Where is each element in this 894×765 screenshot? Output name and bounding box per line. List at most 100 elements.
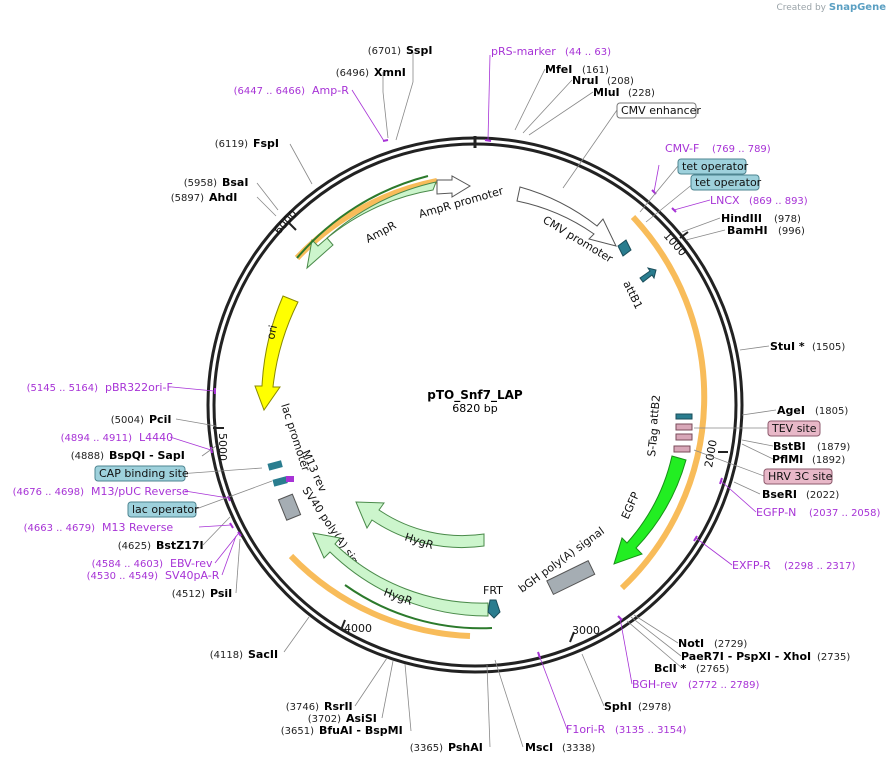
enzyme-mfei[interactable]: MfeI (161) xyxy=(545,63,609,76)
enzyme-msci[interactable]: MscI (3338) xyxy=(525,741,595,754)
svg-text:F1ori-R: F1ori-R xyxy=(566,723,606,736)
svg-text:(5145 .. 5164): (5145 .. 5164) xyxy=(27,383,99,394)
primer-cmv-f[interactable]: CMV-F (769 .. 789) xyxy=(665,142,771,155)
box-cap-binding-site[interactable]: CAP binding site xyxy=(94,465,189,482)
attb1-marker xyxy=(617,239,632,257)
leader-lines xyxy=(169,52,777,748)
svg-text:tet operator: tet operator xyxy=(682,160,749,173)
svg-text:BsaI: BsaI xyxy=(222,176,248,189)
svg-text:(4663 .. 4679): (4663 .. 4679) xyxy=(24,523,96,534)
box-tet-operator-1[interactable]: tet operator xyxy=(677,158,749,175)
primer-l4440[interactable]: (4894 .. 4911) L4440 xyxy=(61,431,174,444)
svg-text:(3746): (3746) xyxy=(286,702,319,713)
enzyme-noti[interactable]: NotI (2729) xyxy=(678,637,747,650)
svg-text:(2772 .. 2789): (2772 .. 2789) xyxy=(688,680,760,691)
svg-text:(4676 .. 4698): (4676 .. 4698) xyxy=(13,487,85,498)
primer-egfp-n[interactable]: EGFP-N (2037 .. 2058) xyxy=(756,506,881,519)
enzyme-agei[interactable]: AgeI (1805) xyxy=(777,404,848,417)
tick-3000: 3000 xyxy=(569,624,600,643)
enzyme-psii[interactable]: (4512) PsiI xyxy=(172,587,233,600)
svg-text:NruI: NruI xyxy=(572,74,599,87)
attb1-label: attB1 xyxy=(620,279,645,312)
svg-text:CMV-F: CMV-F xyxy=(665,142,699,155)
enzyme-pshai[interactable]: (3365) PshAI xyxy=(410,741,483,754)
svg-text:(44 .. 63): (44 .. 63) xyxy=(565,47,611,58)
enzyme-nrui[interactable]: NruI (208) xyxy=(572,74,634,87)
enzyme-pflmi[interactable]: PflMI (1892) xyxy=(772,453,845,466)
svg-text:StuI *: StuI * xyxy=(770,340,805,353)
svg-text:(5897): (5897) xyxy=(171,193,204,204)
svg-text:PaeR7I - PspXI - XhoI: PaeR7I - PspXI - XhoI xyxy=(681,650,811,663)
lacop-marker xyxy=(272,476,288,487)
enzyme-bstbi[interactable]: BstBI (1879) xyxy=(773,440,850,453)
enzyme-bspqi[interactable]: (4888) BspQI - SapI xyxy=(71,449,185,462)
svg-text:(2022): (2022) xyxy=(806,490,839,501)
enzyme-fspi[interactable]: (6119) FspI xyxy=(215,137,279,150)
svg-text:TEV site: TEV site xyxy=(771,422,817,435)
primer-f1ori-r[interactable]: F1ori-R (3135 .. 3154) xyxy=(566,723,687,736)
enzyme-bseri[interactable]: BseRI (2022) xyxy=(762,488,839,501)
cap-marker xyxy=(267,460,283,471)
svg-text:EXFP-R: EXFP-R xyxy=(732,559,771,572)
box-lac-operator[interactable]: lac operator xyxy=(127,501,199,518)
svg-text:(2037 .. 2058): (2037 .. 2058) xyxy=(809,508,881,519)
enzyme-sphi[interactable]: SphI (2978) xyxy=(604,700,671,713)
primer-sv40pa-r[interactable]: (4530 .. 4549) SV40pA-R xyxy=(87,569,220,582)
svg-text:NotI: NotI xyxy=(678,637,704,650)
enzyme-stui[interactable]: StuI * (1505) xyxy=(770,340,845,353)
enzyme-sspi[interactable]: (6701) SspI xyxy=(368,44,433,57)
hrv-marker xyxy=(673,445,691,453)
primer-lncx[interactable]: LNCX (869 .. 893) xyxy=(710,194,808,207)
svg-text:(2729): (2729) xyxy=(714,639,747,650)
tick-6000: 6000 xyxy=(272,208,300,238)
svg-text:BamHI: BamHI xyxy=(727,224,768,237)
primer-bgh-rev[interactable]: BGH-rev (2772 .. 2789) xyxy=(632,678,760,691)
svg-text:BstBI: BstBI xyxy=(773,440,806,453)
enzyme-bfuai[interactable]: (3651) BfuAI - BspMI xyxy=(281,724,403,737)
primer-ebv-rev[interactable]: (4584 .. 4603) EBV-rev xyxy=(92,557,213,570)
primer-pbr322ori-f[interactable]: (5145 .. 5164) pBR322ori-F xyxy=(27,381,173,394)
box-hrv-3c-site[interactable]: HRV 3C site xyxy=(763,468,833,485)
hygr-outer-arrow xyxy=(312,532,489,617)
svg-text:(1892): (1892) xyxy=(812,455,845,466)
enzyme-xmni[interactable]: (6496) XmnI xyxy=(336,66,406,79)
enzyme-pcii[interactable]: (5004) PciI xyxy=(111,413,172,426)
svg-text:(3338): (3338) xyxy=(562,743,595,754)
enzyme-paer7i[interactable]: PaeR7I - PspXI - XhoI (2735) xyxy=(681,650,850,663)
tick-5000: 5000 xyxy=(213,427,229,461)
enzyme-sacii[interactable]: (4118) SacII xyxy=(210,648,278,661)
bgh-polya-block xyxy=(546,560,596,596)
primer-exfp-r[interactable]: EXFP-R (2298 .. 2317) xyxy=(732,559,856,572)
primer-amp-r[interactable]: (6447 .. 6466) Amp-R xyxy=(234,84,350,97)
box-tev-site[interactable]: TEV site xyxy=(767,420,821,437)
enzyme-bsai[interactable]: (5958) BsaI xyxy=(184,176,249,189)
enzyme-hindiii[interactable]: HindIII (978) xyxy=(721,212,801,225)
svg-text:(3365): (3365) xyxy=(410,743,443,754)
enzyme-asisi[interactable]: (3702) AsiSI xyxy=(308,712,377,725)
enzyme-rsrii[interactable]: (3746) RsrII xyxy=(286,700,353,713)
enzyme-ahdi[interactable]: (5897) AhdI xyxy=(171,191,238,204)
m13-marker xyxy=(286,476,294,482)
enzyme-mlui[interactable]: MluI (228) xyxy=(593,86,655,99)
enzyme-bstz17i[interactable]: (4625) BstZ17I xyxy=(118,539,204,552)
primer-prs-marker[interactable]: pRS-marker (44 .. 63) xyxy=(491,45,611,58)
svg-text:(5004): (5004) xyxy=(111,415,144,426)
svg-text:lac operator: lac operator xyxy=(132,503,199,516)
svg-text:(161): (161) xyxy=(582,65,609,76)
svg-text:(4894 .. 4911): (4894 .. 4911) xyxy=(61,433,133,444)
primer-m13-puc-reverse[interactable]: (4676 .. 4698) M13/pUC Reverse xyxy=(13,485,189,498)
svg-text:(6119): (6119) xyxy=(215,139,248,150)
primer-m13-reverse[interactable]: (4663 .. 4679) M13 Reverse xyxy=(24,521,174,534)
box-cmv-enhancer[interactable]: CMV enhancer xyxy=(616,102,701,119)
svg-text:(4888): (4888) xyxy=(71,451,104,462)
enzyme-bcli[interactable]: BclI * (2765) xyxy=(654,662,729,675)
egfp-arrow xyxy=(613,455,687,565)
svg-text:BspQI - SapI: BspQI - SapI xyxy=(109,449,185,462)
svg-text:5000: 5000 xyxy=(216,433,229,461)
plasmid-length: 6820 bp xyxy=(452,402,497,415)
svg-text:PshAI: PshAI xyxy=(448,741,483,754)
enzyme-bamhi[interactable]: BamHI (996) xyxy=(727,224,805,237)
box-tet-operator-2[interactable]: tet operator xyxy=(690,174,762,191)
hygr-green-line xyxy=(344,584,493,630)
svg-text:pBR322ori-F: pBR322ori-F xyxy=(105,381,173,394)
